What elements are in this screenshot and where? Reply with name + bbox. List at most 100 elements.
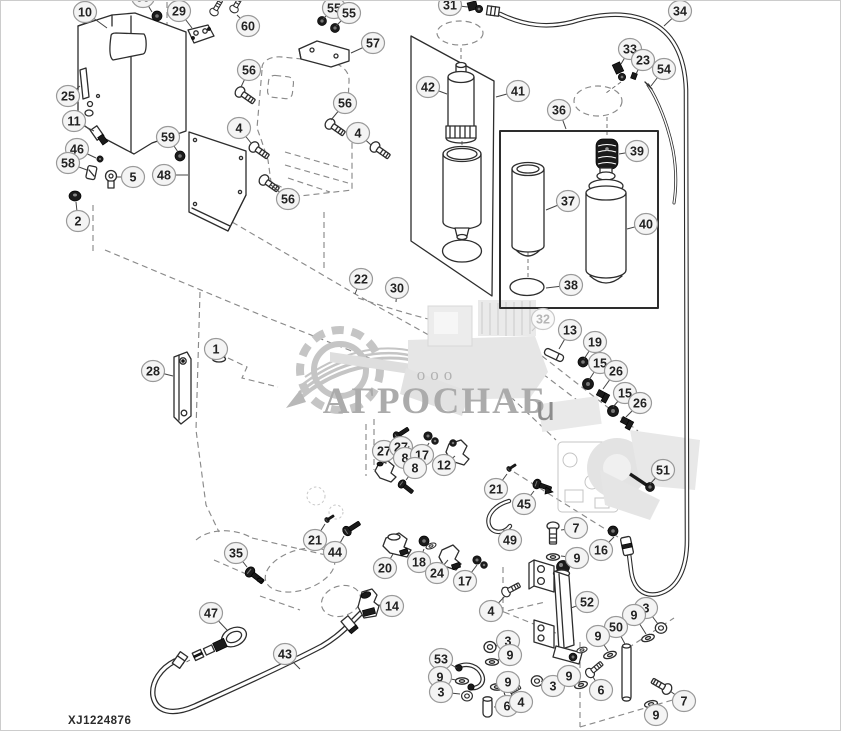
fitting-33 xyxy=(611,61,627,82)
callout-7: 7 xyxy=(560,516,589,540)
svg-text:5: 5 xyxy=(130,171,137,185)
svg-text:56: 56 xyxy=(242,64,256,78)
clip-58 xyxy=(85,165,98,181)
svg-text:19: 19 xyxy=(588,336,602,350)
callout-22: 22 xyxy=(348,267,374,295)
callout-32: 32 xyxy=(530,307,556,332)
svg-text:3: 3 xyxy=(643,602,650,616)
svg-text:2: 2 xyxy=(75,215,82,229)
callout-12: 12 xyxy=(431,453,457,477)
svg-text:44: 44 xyxy=(328,546,342,560)
svg-text:53: 53 xyxy=(434,653,448,667)
callout-21: 21 xyxy=(483,473,509,501)
svg-text:57: 57 xyxy=(366,37,380,51)
filter-element-37 xyxy=(511,161,545,257)
hose-49 xyxy=(486,498,513,535)
watermark: ооо АГРОСНАБ u xyxy=(286,300,700,520)
svg-text:9: 9 xyxy=(653,709,660,723)
svg-text:49: 49 xyxy=(503,534,517,548)
pin-21b xyxy=(323,512,336,524)
svg-text:41: 41 xyxy=(511,85,525,99)
svg-text:60: 60 xyxy=(241,20,255,34)
svg-text:4: 4 xyxy=(518,696,525,710)
svg-text:8: 8 xyxy=(412,462,419,476)
elbow-26b xyxy=(619,416,635,431)
callout-45: 45 xyxy=(511,490,537,516)
callout-20: 20 xyxy=(372,553,398,580)
svg-text:18: 18 xyxy=(412,556,426,570)
svg-text:9: 9 xyxy=(566,670,573,684)
watermark-gear-icon xyxy=(296,326,384,414)
callout-43: 43 xyxy=(272,642,301,670)
fitting-16 xyxy=(607,525,635,557)
callout-39: 39 xyxy=(618,139,650,163)
shield-panel-10 xyxy=(77,12,187,155)
svg-text:4: 4 xyxy=(488,605,495,619)
bolt-6b xyxy=(583,658,606,680)
svg-text:13: 13 xyxy=(563,324,577,338)
bracket-29 xyxy=(187,24,215,44)
nut-59-top xyxy=(151,10,163,22)
bolt-56c xyxy=(322,116,348,139)
svg-text:59: 59 xyxy=(161,131,175,145)
callout-6: 6 xyxy=(588,676,614,702)
fitting-15b xyxy=(606,404,620,418)
fitting-17b xyxy=(472,555,488,569)
hose-54 xyxy=(644,81,678,205)
callout-48: 48 xyxy=(151,163,188,187)
watermark-prefix: ооо xyxy=(417,365,458,384)
callout-11: 11 xyxy=(61,109,95,133)
callout-54: 54 xyxy=(650,57,677,87)
svg-text:15: 15 xyxy=(593,357,607,371)
grommet-2 xyxy=(68,190,82,202)
callout-3: 3 xyxy=(428,680,461,704)
bolt-7b xyxy=(648,675,675,697)
callout-50: 50 xyxy=(603,615,629,645)
callout-26: 26 xyxy=(602,359,629,390)
svg-text:29: 29 xyxy=(172,5,186,19)
callout-9: 9 xyxy=(495,670,521,694)
callout-59: 59 xyxy=(131,0,155,13)
nut-19 xyxy=(577,356,589,368)
latch-11 xyxy=(89,125,109,146)
washer-9c xyxy=(454,677,470,685)
callout-9: 9 xyxy=(621,603,647,635)
svg-text:6: 6 xyxy=(504,700,511,714)
callout-57: 57 xyxy=(350,31,386,55)
callout-52: 52 xyxy=(570,590,600,614)
stud-6a xyxy=(482,696,493,718)
svg-text:9: 9 xyxy=(574,552,581,566)
fitting-18 xyxy=(418,535,438,551)
clip-46 xyxy=(96,155,104,163)
callout-60: 60 xyxy=(235,14,261,38)
cable-47 xyxy=(180,626,248,666)
svg-text:9: 9 xyxy=(507,649,514,663)
watermark-suffix: u xyxy=(536,390,555,428)
watermark-brand: АГРОСНАБ xyxy=(323,381,548,422)
svg-text:9: 9 xyxy=(505,676,512,690)
svg-text:9: 9 xyxy=(437,671,444,685)
svg-text:23: 23 xyxy=(636,54,650,68)
svg-text:9: 9 xyxy=(595,630,602,644)
callout-36: 36 xyxy=(546,98,572,130)
nut-3b xyxy=(483,640,497,654)
callout-51: 51 xyxy=(649,458,676,485)
svg-text:21: 21 xyxy=(308,534,322,548)
svg-text:28: 28 xyxy=(146,365,160,379)
nut-3e xyxy=(654,622,668,634)
svg-text:46: 46 xyxy=(70,143,84,157)
elbow-26a xyxy=(595,389,611,404)
svg-text:6: 6 xyxy=(598,684,605,698)
bolt-4d xyxy=(499,579,523,599)
strip-25 xyxy=(79,67,90,100)
svg-text:54: 54 xyxy=(657,63,671,77)
filter-cartridge-42 xyxy=(445,61,477,144)
svg-text:25: 25 xyxy=(61,90,75,104)
hose-43 xyxy=(150,604,370,715)
callout-4: 4 xyxy=(226,116,252,144)
svg-text:43: 43 xyxy=(278,648,292,662)
callout-9: 9 xyxy=(585,624,611,652)
bolt-56a xyxy=(232,84,258,107)
